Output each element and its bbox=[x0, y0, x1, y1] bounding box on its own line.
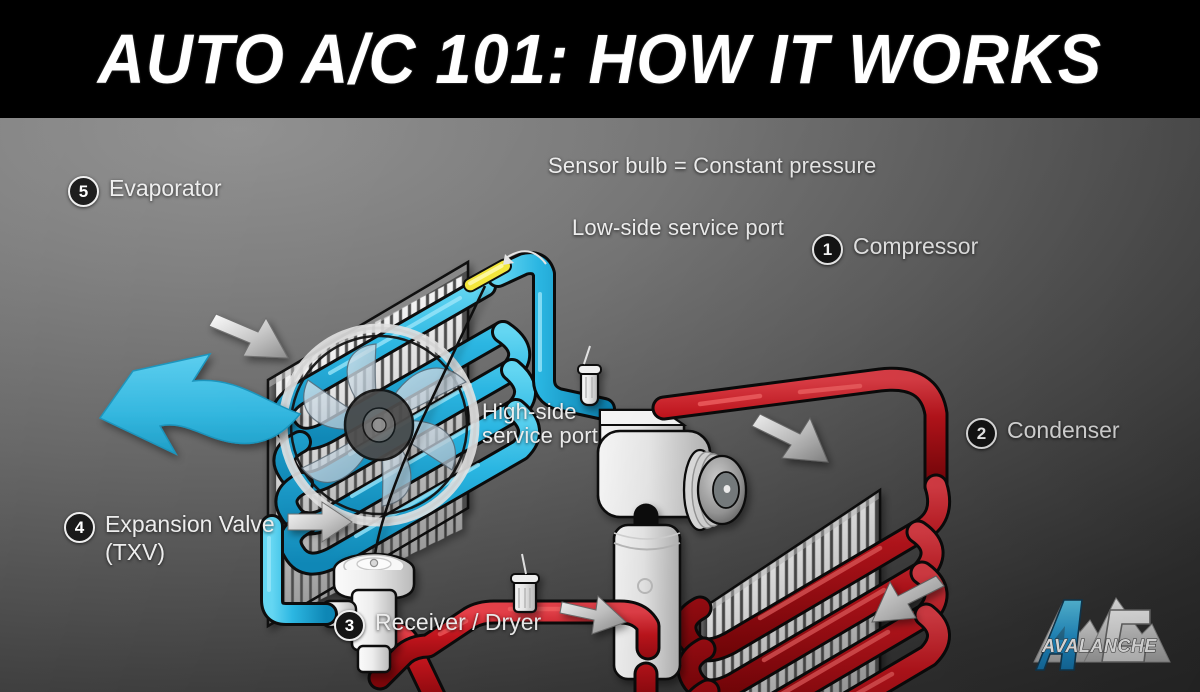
callout-high-side-service-port-line2: service port bbox=[482, 423, 599, 448]
cold-airflow-arrow bbox=[98, 352, 302, 456]
component-name-evaporator: Evaporator bbox=[109, 175, 222, 201]
component-number-5: 5 bbox=[68, 176, 99, 207]
leader-sensor-bulb bbox=[505, 250, 547, 265]
low-side-service-port bbox=[577, 364, 602, 407]
callout-sensor-bulb: Sensor bulb = Constant pressure bbox=[548, 153, 877, 178]
pointer-arrows bbox=[208, 313, 945, 635]
logo-letter-a bbox=[1034, 599, 1083, 671]
liquid-line bbox=[359, 619, 659, 692]
callout-leaders bbox=[505, 250, 591, 575]
txv-to-evaporator-line bbox=[260, 514, 338, 626]
low-side-line bbox=[486, 251, 616, 421]
component-name-compressor: Compressor bbox=[853, 233, 979, 259]
component-number-3: 3 bbox=[334, 610, 365, 641]
leader-arrowhead-sensor bbox=[503, 254, 514, 265]
component-label-expansion-valve: 4 Expansion Valve (TXV) bbox=[64, 510, 275, 566]
component-number-1: 1 bbox=[812, 234, 843, 265]
logo-letter-c bbox=[1101, 609, 1151, 663]
page-title: AUTO A/C 101: HOW IT WORKS bbox=[97, 20, 1103, 98]
component-name-expansion-valve-sub: (TXV) bbox=[105, 539, 166, 565]
high-side-service-port bbox=[510, 573, 540, 614]
component-label-condenser: 2 Condenser bbox=[966, 416, 1120, 449]
component-number-2: 2 bbox=[966, 418, 997, 449]
component-label-evaporator: 5 Evaporator bbox=[68, 174, 222, 207]
compressor bbox=[596, 408, 748, 532]
callout-high-side-service-port-line1: High-side bbox=[482, 399, 577, 424]
pointer-arrow-receiver bbox=[559, 594, 627, 635]
pointer-arrow-evaporator bbox=[208, 313, 289, 359]
component-name-condenser: Condenser bbox=[1007, 417, 1120, 443]
leader-high-side-port bbox=[521, 553, 527, 575]
diagram-stage: Sensor bulb = Constant pressure Low-side… bbox=[0, 118, 1200, 692]
leader-low-side-port bbox=[583, 345, 591, 365]
diagram-svg bbox=[0, 118, 1200, 692]
avalanche-ac-logo: AVALANCHE bbox=[1018, 584, 1178, 680]
high-side-discharge-line bbox=[651, 366, 949, 499]
high-side-liquid-run bbox=[367, 599, 661, 691]
condenser-coil bbox=[672, 473, 952, 692]
pointer-arrow-condenser bbox=[871, 575, 945, 623]
component-number-4: 4 bbox=[64, 512, 95, 543]
pointer-arrow-compressor bbox=[751, 413, 829, 463]
logo-wordmark: AVALANCHE bbox=[1041, 636, 1157, 656]
component-name-expansion-valve: Expansion Valve bbox=[105, 511, 275, 537]
pointer-arrow-expansion-valve bbox=[287, 501, 353, 543]
component-label-compressor: 1 Compressor bbox=[812, 232, 978, 265]
component-name-receiver-dryer: Receiver / Dryer bbox=[375, 609, 542, 635]
component-label-receiver-dryer: 3 Receiver / Dryer bbox=[334, 608, 541, 641]
title-bar: AUTO A/C 101: HOW IT WORKS bbox=[0, 0, 1200, 118]
callout-low-side-service-port: Low-side service port bbox=[572, 215, 785, 240]
